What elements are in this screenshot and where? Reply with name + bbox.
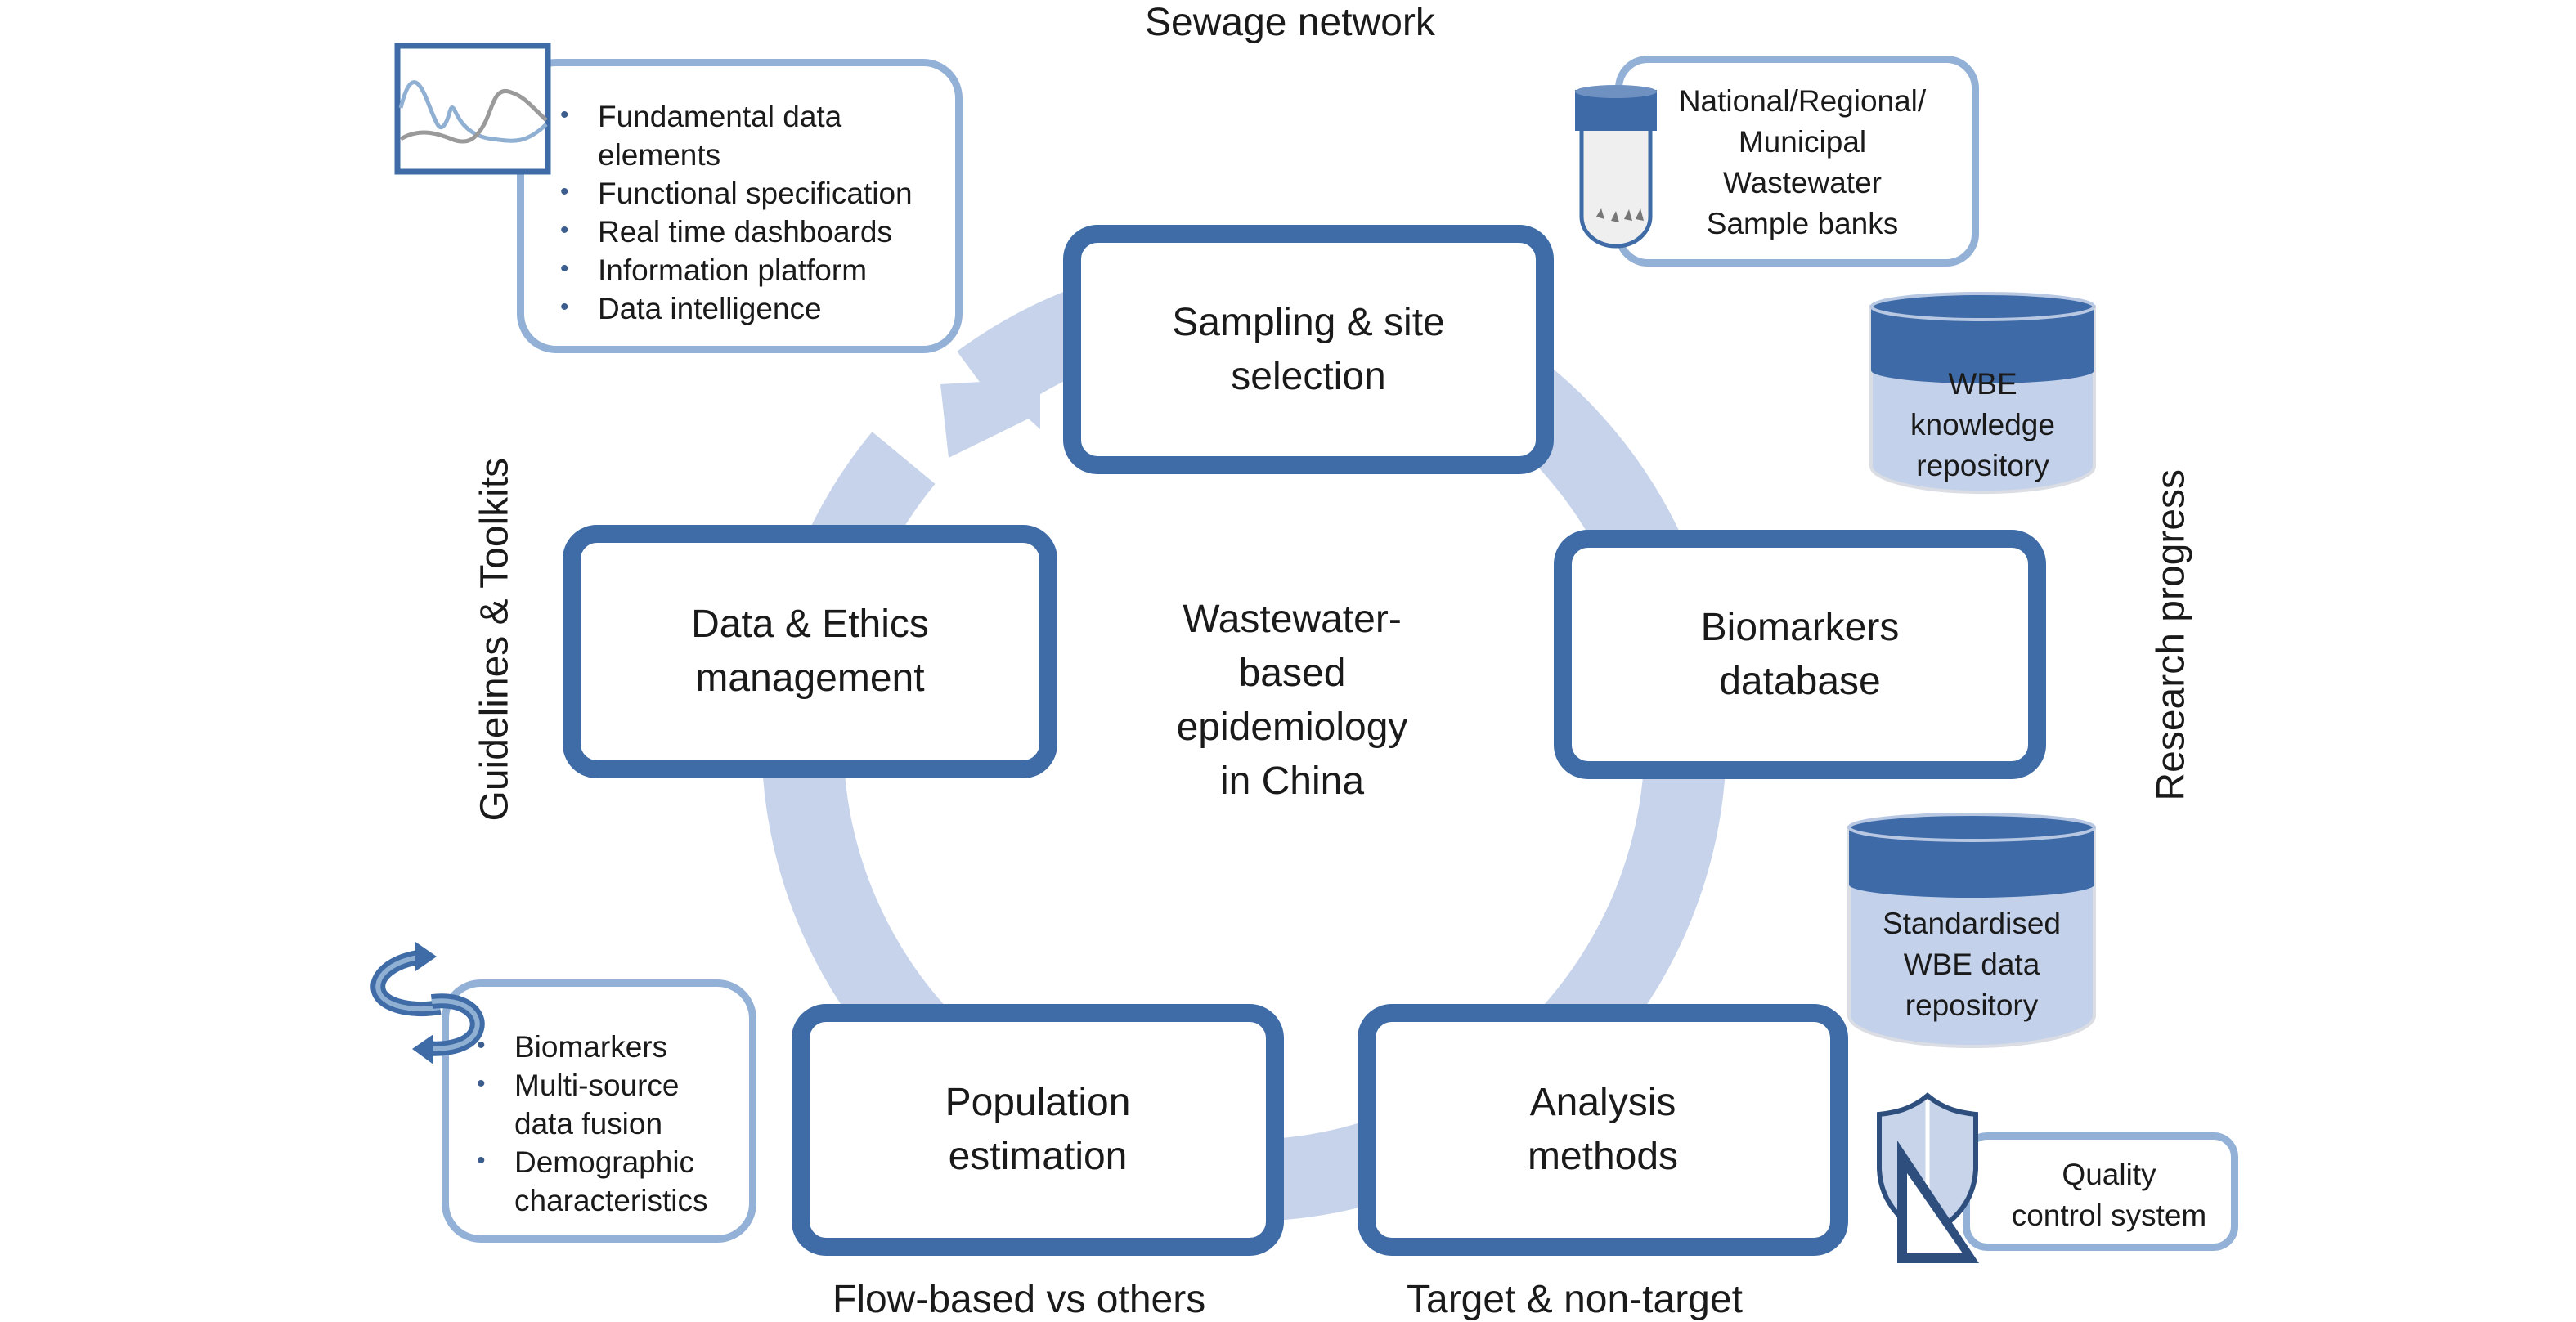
list-item: Demographic characteristics [473, 1141, 707, 1220]
list-item: Real time dashboards [557, 211, 913, 251]
step-data-ethics-management[interactable]: Data & Ethics management [563, 525, 1057, 778]
step-label: Biomarkers database [1700, 605, 1900, 703]
list-item: Fundamental data elements [557, 96, 913, 174]
standardised-repository-text: Standardised WBE data repository [1882, 907, 2062, 1022]
step-analysis-methods[interactable]: Analysis methods [1358, 1004, 1848, 1256]
database-cylinder-icon [1847, 813, 2096, 1048]
research-progress-label: Research progress [2149, 468, 2193, 801]
step-label: Analysis methods [1527, 1081, 1679, 1178]
list-item: Biomarkers [473, 1026, 707, 1066]
cycle-arrows-icon [370, 942, 485, 1064]
sewage-network-title: Sewage network [1145, 1, 1435, 44]
sample-tube-icon [1575, 85, 1657, 249]
quality-control-text: Quality control system [2011, 1158, 2207, 1232]
shield-ruler-icon [1877, 1092, 1979, 1263]
population-factors-list: Biomarkers Multi-source data fusion Demo… [473, 1026, 707, 1220]
sample-banks-box: National/Regional/ Municipal Wastewater … [1615, 56, 1979, 267]
list-item: Functional specification [557, 173, 913, 213]
target-non-target-label: Target & non-target [1407, 1278, 1743, 1321]
step-biomarkers-database[interactable]: Biomarkers database [1554, 530, 2046, 779]
data-platform-box: Fundamental data elements Functional spe… [517, 59, 963, 353]
step-label: Data & Ethics management [691, 603, 929, 700]
step-label: Population estimation [945, 1081, 1131, 1178]
data-platform-list: Fundamental data elements Functional spe… [557, 96, 913, 328]
list-item: Information platform [557, 249, 913, 289]
list-item: Multi-source data fusion [473, 1064, 707, 1143]
population-factors-box: Biomarkers Multi-source data fusion Demo… [442, 979, 756, 1243]
flow-based-label: Flow-based vs others [832, 1278, 1206, 1321]
wbe-knowledge-repository-text: WBE knowledge repository [1910, 367, 2055, 482]
step-label: Sampling & site selection [1172, 300, 1445, 398]
step-population-estimation[interactable]: Population estimation [792, 1004, 1284, 1256]
line-chart-icon [394, 43, 551, 175]
center-title: Wastewater- based epidemiology in China [1176, 598, 1408, 803]
guidelines-toolkits-label: Guidelines & Toolkits [473, 457, 517, 822]
step-sampling-site-selection[interactable]: Sampling & site selection [1063, 225, 1554, 474]
sample-banks-text: National/Regional/ Municipal Wastewater … [1678, 84, 1927, 240]
database-cylinder-icon [1869, 292, 2096, 495]
list-item: Data intelligence [557, 288, 913, 328]
quality-control-box: Quality control system [1963, 1132, 2238, 1251]
